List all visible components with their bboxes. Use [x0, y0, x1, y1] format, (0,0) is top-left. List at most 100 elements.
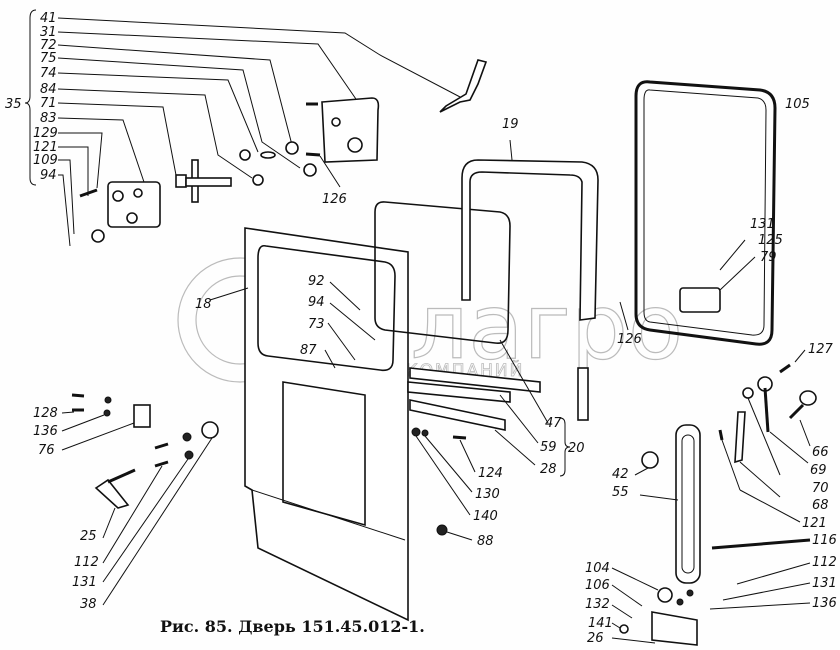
- leader-19: [509, 139, 513, 161]
- leader-132: [611, 604, 633, 619]
- washer-130: [421, 429, 429, 437]
- label-75: 75: [40, 51, 57, 66]
- leader-136: [61, 414, 105, 432]
- leader-75: [57, 57, 301, 169]
- nut-88: [436, 524, 448, 536]
- leader-76: [61, 422, 135, 451]
- latch-71: [175, 174, 187, 188]
- leader-131b: [722, 582, 811, 601]
- label-76: 76: [38, 443, 55, 458]
- label-72: 72: [40, 38, 57, 53]
- leader-28: [494, 429, 536, 466]
- leader-131c: [102, 458, 189, 583]
- leader-73: [327, 322, 356, 361]
- hole: [347, 137, 363, 153]
- leader-83: [57, 117, 146, 186]
- chain-55: [675, 424, 701, 584]
- hole: [126, 212, 138, 224]
- leader-109: [58, 159, 75, 235]
- guide-post: [577, 367, 589, 421]
- label-83: 83: [40, 111, 57, 126]
- bolt-124: [452, 435, 467, 440]
- group-bracket: [24, 9, 37, 186]
- label-94: 94: [40, 168, 57, 183]
- label-79: 79: [760, 250, 777, 265]
- leader-124: [459, 439, 476, 473]
- label-87: 87: [300, 343, 317, 358]
- label-31: 31: [40, 25, 57, 40]
- screw: [71, 393, 85, 398]
- label-109: 109: [33, 153, 58, 168]
- leader-42: [634, 467, 649, 476]
- label-141: 141: [588, 616, 613, 631]
- frame-19: [461, 159, 599, 321]
- label-68: 68: [812, 498, 829, 513]
- label-132: 132: [585, 597, 610, 612]
- nut-140: [411, 427, 421, 437]
- leader-104: [611, 567, 659, 591]
- label-26: 26: [587, 631, 604, 646]
- leader-87: [324, 349, 336, 369]
- leader-130: [424, 435, 473, 493]
- window-assembly: [374, 80, 777, 346]
- leader-25: [102, 507, 116, 539]
- rail-59: [407, 381, 511, 403]
- leader-127: [794, 349, 806, 363]
- leader-94b: [329, 302, 376, 341]
- label-131: 131: [750, 217, 775, 232]
- handle-25: [94, 478, 130, 509]
- leader-136b: [709, 602, 811, 610]
- label-128: 128: [33, 406, 58, 421]
- door-window-frame: [257, 244, 396, 372]
- leader-26: [611, 637, 656, 644]
- plate-76: [133, 404, 151, 428]
- leader-112b: [102, 465, 163, 564]
- bolt-112: [154, 460, 169, 468]
- seal-105: [634, 80, 777, 346]
- arm-69: [763, 387, 770, 433]
- label-42: 42: [612, 467, 629, 482]
- label-121: 121: [33, 140, 58, 155]
- label-129: 129: [33, 126, 58, 141]
- label-71: 71: [40, 96, 57, 111]
- washer-131: [184, 450, 194, 460]
- label-136: 136: [812, 596, 837, 611]
- label-112: 112: [74, 555, 99, 570]
- label-59: 59: [540, 440, 557, 455]
- leader-66: [799, 419, 811, 447]
- label-127: 127: [808, 342, 834, 357]
- leader-140: [415, 435, 471, 516]
- bolt: [154, 442, 169, 450]
- washer: [676, 598, 684, 606]
- label-73: 73: [308, 317, 325, 332]
- part-75: [260, 151, 276, 159]
- label-131: 131: [812, 576, 837, 591]
- knob-shaft: [788, 403, 805, 420]
- screw: [305, 152, 321, 157]
- leader-31: [57, 31, 359, 103]
- lock-plate-31: [321, 97, 380, 163]
- label-125: 125: [758, 233, 783, 248]
- washer-109: [91, 229, 105, 243]
- label-41: 41: [40, 11, 57, 26]
- leader-92: [329, 281, 361, 311]
- door-panel: [209, 227, 409, 622]
- leader-128: [61, 411, 75, 414]
- label-116: 116: [812, 533, 837, 548]
- leader-112a: [736, 562, 811, 585]
- label-74: 74: [40, 66, 57, 81]
- latch-rod: [185, 177, 232, 187]
- leader-79: [719, 256, 756, 291]
- washer: [686, 589, 694, 597]
- label-126: 126: [617, 332, 642, 347]
- hole: [133, 188, 143, 198]
- label-84: 84: [40, 82, 57, 97]
- label-25: 25: [80, 529, 97, 544]
- leader-38: [102, 437, 213, 606]
- label-105: 105: [785, 97, 810, 112]
- washer: [103, 409, 111, 417]
- bracket-26: [651, 611, 698, 646]
